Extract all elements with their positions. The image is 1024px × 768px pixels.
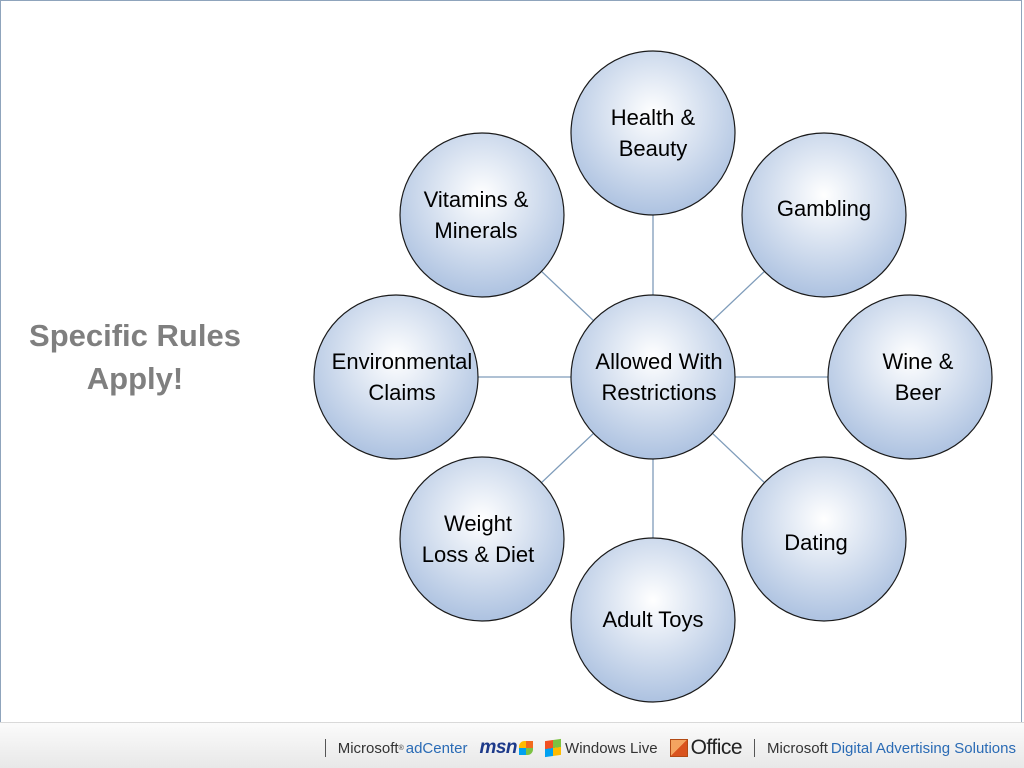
node-adult-toys: Adult Toys <box>570 537 736 703</box>
node-weight-loss-diet-label-line2: Loss & Diet <box>422 542 535 567</box>
node-adult-toys-label: Adult Toys <box>602 607 703 632</box>
windows-flag-icon <box>545 738 562 758</box>
node-weight-loss-diet-label-line1: Weight <box>444 511 512 536</box>
microsoft-wordmark: Microsoft <box>337 739 399 757</box>
node-dating-circle <box>741 456 907 622</box>
node-wine-beer-label: Wine & Beer <box>883 349 954 405</box>
node-health-beauty-label-line1: Health & <box>611 105 696 130</box>
windows-live-logo: Windows Live <box>545 738 658 758</box>
node-wine-beer-label-line1: Wine & <box>883 349 954 374</box>
node-vitamins-minerals-label-line1: Vitamins & <box>424 187 529 212</box>
footer-logos: Microsoft® adCenter msn Windows Live Off… <box>324 736 1016 760</box>
msn-logo: msn <box>479 737 534 759</box>
node-health-beauty-label: Health & Beauty <box>611 105 696 161</box>
node-center-label-line1: Allowed With <box>595 349 722 374</box>
footer-separator <box>324 739 326 757</box>
msn-butterfly-icon <box>519 741 534 755</box>
node-wine-beer-label-line2: Beer <box>895 380 941 405</box>
node-dating-label: Dating <box>784 530 848 555</box>
node-gambling-label-line1: Gambling <box>777 196 871 221</box>
node-adult-toys-circle <box>570 537 736 703</box>
microsoft-adcenter-logo: Microsoft® adCenter <box>337 739 468 757</box>
msn-wordmark: msn <box>479 737 518 758</box>
node-dating-label-line1: Dating <box>784 530 848 555</box>
node-health-beauty-label-line2: Beauty <box>619 136 688 161</box>
node-environmental-claims-circle <box>313 294 479 460</box>
windows-live-wordmark: Windows Live <box>565 739 658 757</box>
node-vitamins-minerals-circle <box>399 132 565 298</box>
office-icon <box>669 739 688 757</box>
node-center-circle <box>570 294 736 460</box>
side-title-line-2: Apply! <box>86 361 184 396</box>
node-gambling-label: Gambling <box>777 196 871 221</box>
node-health-beauty: Health & Beauty <box>570 50 736 216</box>
node-weight-loss-diet-circle <box>399 456 565 622</box>
slide-frame <box>0 0 1022 722</box>
digital-advertising-wordmark: Digital Advertising Solutions <box>830 739 1016 757</box>
adcenter-wordmark: adCenter <box>405 739 468 757</box>
footer-separator <box>754 739 756 757</box>
node-environmental-claims-label-line2: Claims <box>368 380 435 405</box>
node-vitamins-minerals: Vitamins & Minerals <box>399 132 565 298</box>
node-wine-beer-circle <box>827 294 993 460</box>
node-dating: Dating <box>741 456 907 622</box>
node-adult-toys-label-line1: Adult Toys <box>602 607 703 632</box>
side-title-line-1: Specific Rules <box>29 318 241 353</box>
office-wordmark: Office <box>690 736 743 759</box>
node-vitamins-minerals-label: Vitamins & Minerals <box>424 187 529 243</box>
node-gambling-circle <box>741 132 907 298</box>
node-vitamins-minerals-label-line2: Minerals <box>434 218 517 243</box>
microsoft-wordmark-2: Microsoft <box>767 739 828 757</box>
node-center-label-line2: Restrictions <box>602 380 717 405</box>
footer-bar: Microsoft® adCenter msn Windows Live Off… <box>0 722 1024 768</box>
node-health-beauty-circle <box>570 50 736 216</box>
node-environmental-claims-label-line1: Environmental <box>332 349 473 374</box>
office-logo: Office <box>669 736 743 760</box>
side-title: Specific Rules Apply! <box>0 314 270 400</box>
digital-advertising-logo: Microsoft Digital Advertising Solutions <box>767 740 1016 757</box>
node-wine-beer: Wine & Beer <box>827 294 993 460</box>
node-gambling: Gambling <box>741 132 907 298</box>
